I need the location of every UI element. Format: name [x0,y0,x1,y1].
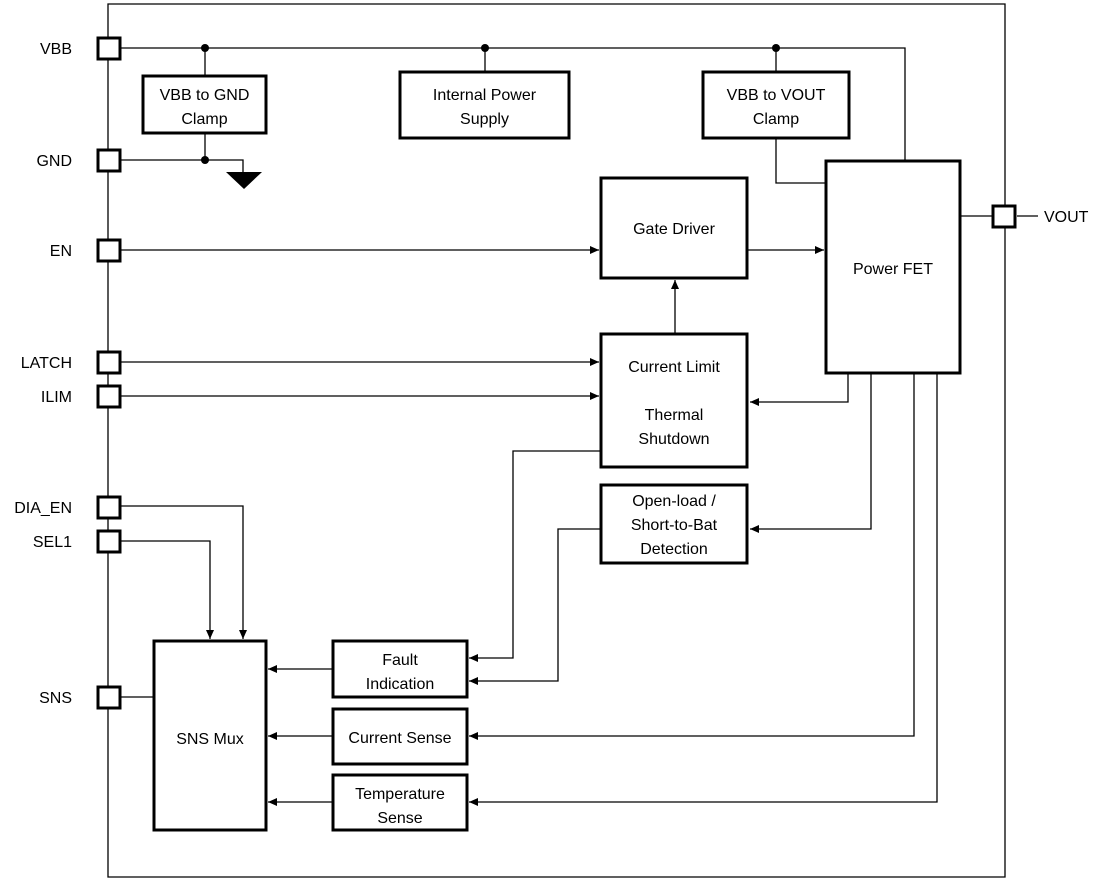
junction-dot [201,156,209,164]
vbb-to-vout-clamp-block: VBB to VOUT Clamp [701,70,851,140]
device-boundary [107,3,1006,878]
pin-latch: LATCH [21,350,122,375]
pin-label: SNS [39,690,72,707]
vbb-to-gnd-clamp-block: VBB to GND Clamp [141,74,268,135]
sns-mux-block: SNS Mux [152,639,268,832]
current-limit-thermal-shutdown-block: Current Limit Thermal Shutdown [599,332,749,469]
pin-gnd: GND [36,148,122,173]
block-text: Detection [640,541,708,558]
block-text: Gate Driver [633,221,715,238]
pin-ilim: ILIM [41,384,122,409]
wire-gnd [121,159,244,172]
pin-en: EN [50,238,122,263]
wire-dia-en-to-sns-mux [121,505,247,639]
gate-driver-block: Gate Driver [599,176,749,280]
temperature-sense-block: Temperature Sense [331,773,469,832]
pin-label: LATCH [21,355,72,372]
block-text: Open-load / [632,493,716,510]
current-sense-block: Current Sense [331,707,469,766]
block-text: Supply [460,111,509,128]
pin-label: VBB [40,41,72,58]
block-text: Thermal [645,407,704,424]
fault-indication-block: Fault Indication [331,639,469,699]
ground-symbol [226,172,262,189]
block-text: Power FET [853,261,933,278]
block-text: VBB to VOUT [727,87,826,104]
block-text: Clamp [181,111,227,128]
wire-vbb-rail [121,47,906,160]
block-text: Sense [377,810,422,827]
pin-label: VOUT [1044,209,1089,226]
block-text: Clamp [753,111,799,128]
pin-label: ILIM [41,389,72,406]
wire-fet-to-current-limit [750,374,849,406]
block-text: VBB to GND [160,87,250,104]
wire-current-limit-to-fault [469,450,601,662]
pin-label: EN [50,243,72,260]
wire-sel1-to-sns-mux [121,540,214,639]
wire-fet-to-temperature-sense [469,374,938,806]
block-text: Short-to-Bat [631,517,718,534]
pin-sns: SNS [39,685,122,710]
pin-label: GND [36,153,72,170]
pin-vbb: VBB [40,36,122,61]
pin-sel1: SEL1 [33,529,122,554]
block-text: Indication [366,676,435,693]
wire-open-load-to-fault [469,528,601,685]
block-text: Fault [382,652,418,669]
block-text: SNS Mux [176,731,244,748]
block-text: Temperature [355,786,445,803]
wire-vout-clamp-to-fet [775,139,826,184]
wire-fet-to-open-load [750,374,872,533]
block-text: Current Sense [348,730,451,747]
pin-label: DIA_EN [14,500,72,517]
junction-dot [772,44,780,52]
junction-dot [481,44,489,52]
block-text: Internal Power [433,87,537,104]
wire-fet-to-current-sense [469,374,915,740]
power-fet-block: Power FET [824,159,962,375]
junction-dot [201,44,209,52]
block-text: Shutdown [638,431,709,448]
pin-vout: VOUT [991,204,1089,229]
pin-dia-en: DIA_EN [14,495,122,520]
block-text: Current Limit [628,359,720,376]
open-load-detection-block: Open-load / Short-to-Bat Detection [599,483,749,565]
pin-label: SEL1 [33,534,72,551]
internal-power-supply-block: Internal Power Supply [398,70,571,140]
